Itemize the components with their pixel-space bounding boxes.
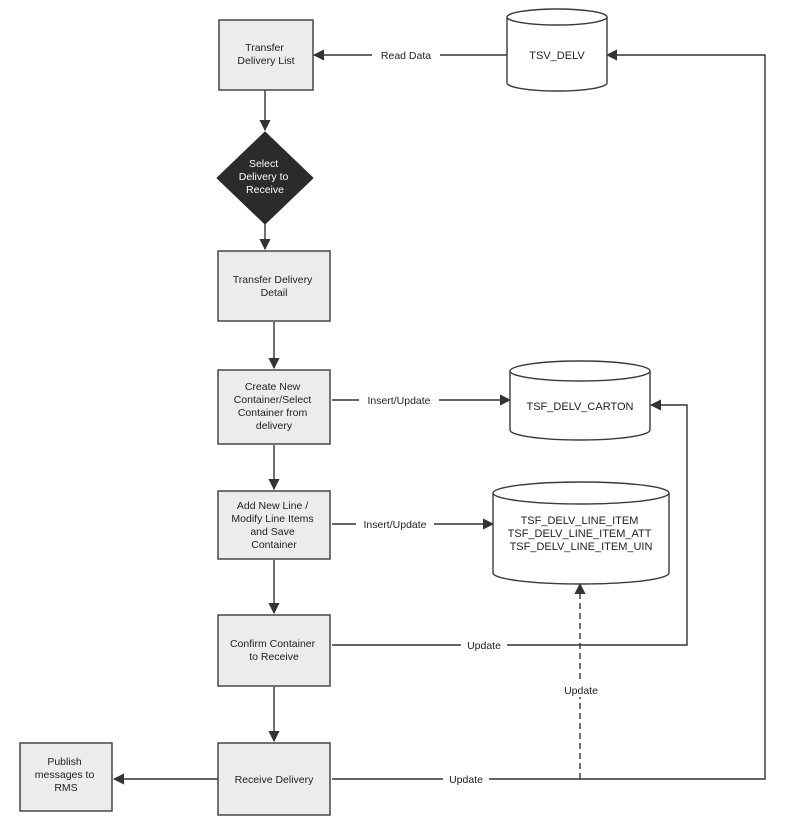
box-text-line: Add New Line / — [237, 500, 308, 512]
db-text-line: TSF_DELV_LINE_ITEM_UIN — [510, 541, 653, 553]
process-box-publish-messages: Publish messages to RMS — [19, 742, 113, 812]
box-text-line: Confirm Container — [230, 638, 316, 650]
box-text-line: Delivery List — [237, 55, 294, 67]
box-text-line: Detail — [261, 287, 288, 299]
box-text-line: Create New — [245, 381, 301, 393]
connectors — [112, 49, 766, 785]
box-text-line: to Receive — [249, 651, 299, 663]
box-text-line: Container — [251, 539, 297, 551]
edge-update-confirm — [332, 399, 688, 646]
box-text-line: RMS — [54, 782, 77, 794]
box-text-line: messages to — [35, 769, 95, 781]
edge-update-receive — [332, 49, 766, 780]
label-update-receive: Update — [449, 774, 483, 786]
svg-text:Create New Container/Sel: Create New Container/Select Container fr… — [234, 381, 315, 432]
process-box-receive-delivery: Receive Delivery — [217, 742, 331, 816]
svg-text:Confirm Container to Rec: Confirm Container to Receive — [230, 638, 318, 663]
box-text-line: Publish — [47, 756, 82, 768]
svg-text:Transfer Delivery List: Transfer Delivery List — [237, 42, 294, 67]
label-read-data: Read Data — [381, 50, 431, 62]
box-text-line: Transfer — [245, 42, 284, 54]
svg-text:TSF_DELV_CARTON: TSF_DELV_CARTON — [527, 401, 634, 413]
process-box-add-line: Add New Line / Modify Line Items and Sav… — [217, 490, 331, 560]
database-tsv-delv: TSV_DELV — [506, 8, 608, 92]
label-insert-update-carton: Insert/Update — [367, 395, 430, 407]
edge-labels: Read Data Insert/Update Insert/Update Up… — [356, 48, 604, 786]
database-tsf-delv-carton: TSF_DELV_CARTON — [509, 360, 651, 441]
label-update-confirm: Update — [467, 640, 501, 652]
box-text-line: and Save — [250, 526, 295, 538]
decision-text-line: Receive — [246, 184, 284, 196]
svg-text:Select Delivery to: Select Delivery to Receive — [239, 158, 292, 196]
label-update-dashed: Update — [564, 685, 598, 697]
db-text-line: TSF_DELV_LINE_ITEM — [521, 515, 639, 527]
box-text-line: Container from — [238, 407, 308, 419]
svg-text:TSV_DELV: TSV_DELV — [529, 50, 585, 62]
box-text-line: delivery — [256, 420, 293, 432]
database-tsf-delv-line-item: TSF_DELV_LINE_ITEM TSF_DELV_LINE_ITEM_AT… — [492, 481, 670, 585]
svg-text:Add New Line / Modify Li: Add New Line / Modify Line Items and Sav… — [231, 500, 316, 551]
process-box-transfer-delivery-detail: Transfer Delivery Detail — [217, 250, 331, 322]
svg-text:Transfer Delivery Detail: Transfer Delivery Detail — [233, 274, 315, 299]
box-text-line: Container/Select — [234, 394, 312, 406]
db-text-line: TSF_DELV_CARTON — [527, 401, 634, 413]
svg-text:Publish messages to: Publish messages to RMS — [35, 756, 97, 794]
process-box-confirm-container: Confirm Container to Receive — [217, 614, 331, 687]
label-insert-update-line: Insert/Update — [363, 519, 426, 531]
svg-text:TSF_DELV_LINE_ITEM TSF_D: TSF_DELV_LINE_ITEM TSF_DELV_LINE_ITEM_AT… — [508, 515, 655, 553]
box-text-line: Modify Line Items — [231, 513, 313, 525]
box-text-line: Transfer Delivery — [233, 274, 313, 286]
decision-select-delivery: Select Delivery to Receive — [216, 131, 314, 225]
decision-text-line: Select — [249, 158, 278, 170]
process-box-transfer-delivery-list: Transfer Delivery List — [218, 19, 314, 91]
process-box-create-container: Create New Container/Select Container fr… — [217, 369, 331, 445]
decision-text-line: Delivery to — [239, 171, 289, 183]
box-text-line: Receive Delivery — [235, 774, 315, 786]
svg-text:Receive Delivery: Receive Delivery — [235, 774, 315, 786]
db-text-line: TSF_DELV_LINE_ITEM_ATT — [508, 528, 652, 540]
db-text-line: TSV_DELV — [529, 50, 585, 62]
